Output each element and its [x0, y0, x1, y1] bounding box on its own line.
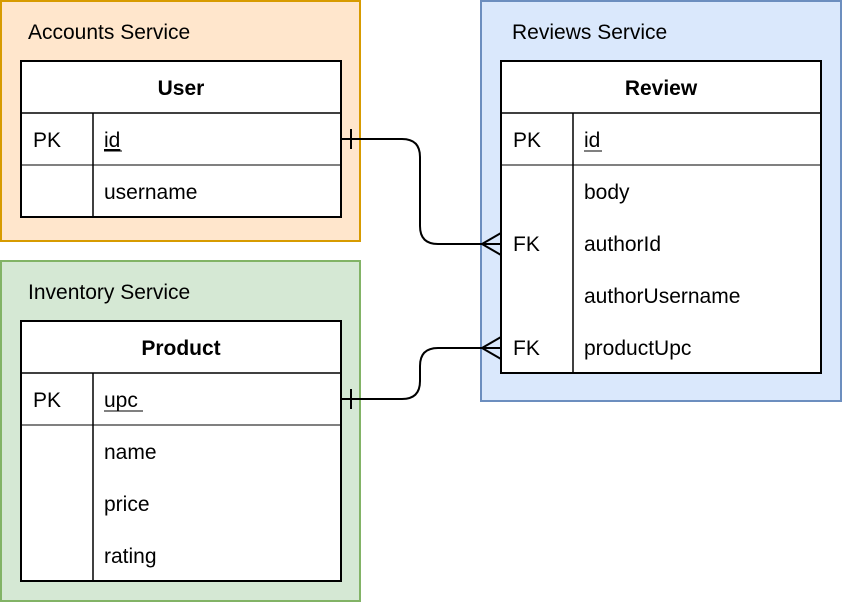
review-field-body: body — [584, 181, 630, 204]
product-field-rating: rating — [104, 545, 157, 568]
review-table[interactable]: Review PK id body FK authorId authorUser… — [500, 60, 822, 374]
user-field-id: id — [104, 129, 120, 152]
many-marker-icon — [480, 232, 502, 256]
user-table[interactable]: User PK id username — [20, 60, 342, 218]
inventory-service-group: Inventory Service Product PK upc name pr… — [0, 260, 361, 602]
reviews-service-title: Reviews Service — [512, 21, 667, 44]
review-table-header: Review — [625, 77, 698, 100]
accounts-service-title: Accounts Service — [28, 21, 190, 44]
user-table-header: User — [158, 77, 205, 100]
review-field-productupc: productUpc — [584, 337, 691, 360]
review-key-fk-author: FK — [513, 233, 540, 256]
user-field-username: username — [104, 181, 197, 204]
relationship-product-review[interactable] — [341, 336, 502, 409]
relationship-user-review[interactable] — [341, 129, 502, 256]
accounts-service-group: Accounts Service User PK id username — [0, 0, 361, 242]
review-field-id: id — [584, 129, 600, 152]
product-table-header: Product — [141, 337, 220, 360]
review-key-pk: PK — [513, 129, 541, 152]
review-field-authorid: authorId — [584, 233, 661, 256]
product-table[interactable]: Product PK upc name price rating — [20, 320, 342, 582]
reviews-service-group: Reviews Service Review PK id body FK aut… — [480, 0, 842, 402]
many-marker-icon — [480, 336, 502, 360]
product-field-name: name — [104, 441, 157, 464]
inventory-service-title: Inventory Service — [28, 281, 190, 304]
user-key-pk: PK — [33, 129, 61, 152]
product-key-pk: PK — [33, 389, 61, 412]
review-key-fk-product: FK — [513, 337, 540, 360]
product-field-upc: upc — [104, 389, 138, 412]
product-field-price: price — [104, 493, 150, 516]
review-field-authorusername: authorUsername — [584, 285, 740, 308]
